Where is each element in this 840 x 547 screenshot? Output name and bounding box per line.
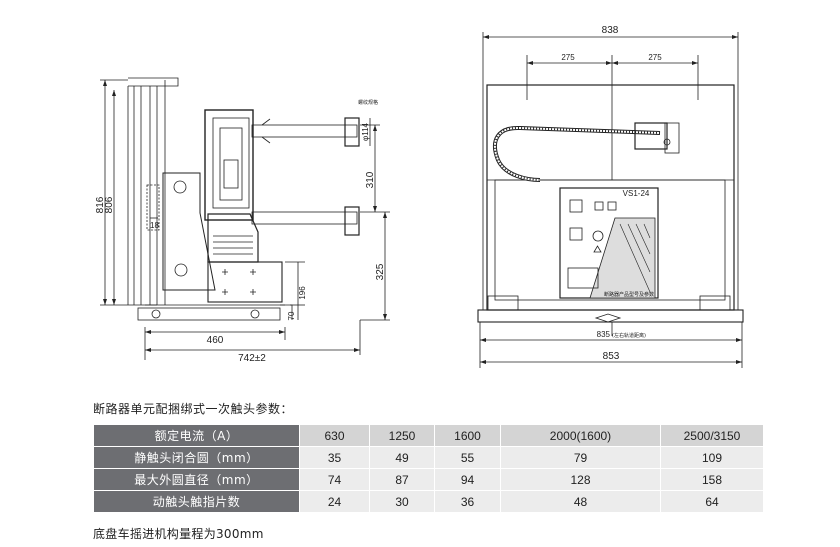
dim-325: 325 <box>375 263 386 280</box>
table-cell: 94 <box>434 468 501 491</box>
table-cell: 55 <box>434 446 501 469</box>
table-cell: 128 <box>500 468 661 491</box>
table-cell: 630 <box>299 424 370 447</box>
nameplate-label: VS1-24 <box>623 189 650 198</box>
table-cell: 24 <box>299 490 370 513</box>
dim-742: 742±2 <box>238 353 266 364</box>
table-cell: 1600 <box>434 424 501 447</box>
front-view <box>477 32 744 368</box>
side-view <box>100 77 390 360</box>
table-row: 静触头闭合圆（mm） 35 49 55 79 109 <box>93 446 764 469</box>
dim-835-note: (左右轨道距离) <box>612 332 646 339</box>
table-cell: 2500/3150 <box>660 424 764 447</box>
table-row: 最大外圆直径（mm） 74 87 94 128 158 <box>93 468 764 491</box>
dim-275-left: 275 <box>561 53 575 62</box>
table-cell: 158 <box>660 468 764 491</box>
table-cell: 35 <box>299 446 370 469</box>
table-cell: 30 <box>369 490 435 513</box>
table-cell: 48 <box>500 490 661 513</box>
table-row: 额定电流（A） 630 1250 1600 2000(1600) 2500/31… <box>93 424 764 447</box>
row-label: 静触头闭合圆（mm） <box>93 446 300 469</box>
dim-phi114: φ114 <box>361 122 370 140</box>
row-label: 最大外圆直径（mm） <box>93 468 300 491</box>
dim-816: 816 <box>95 196 106 213</box>
technical-drawing: 816 806 310 325 196 70 18 φ114 螺纹规格 460 … <box>95 25 744 368</box>
table-caption: 断路器单元配捆绑式一次触头参数： <box>93 402 294 416</box>
table-cell: 79 <box>500 446 661 469</box>
dim-196: 196 <box>298 286 307 300</box>
table-cell: 1250 <box>369 424 435 447</box>
dim-853: 853 <box>603 351 620 362</box>
dim-310: 310 <box>365 171 376 188</box>
table-cell: 49 <box>369 446 435 469</box>
dim-806: 806 <box>104 196 115 213</box>
row-label: 动触头触指片数 <box>93 490 300 513</box>
table-cell: 36 <box>434 490 501 513</box>
row-label: 额定电流（A） <box>93 424 300 447</box>
table-cell: 87 <box>369 468 435 491</box>
mechanism-range-note: 底盘车摇进机构量程为300mm <box>93 527 264 541</box>
dim-460: 460 <box>207 335 224 346</box>
table-cell: 2000(1600) <box>500 424 661 447</box>
panel-text: 断路器产品型号及参数 <box>604 291 654 298</box>
dim-838: 838 <box>602 25 619 36</box>
table-row: 动触头触指片数 24 30 36 48 64 <box>93 490 764 513</box>
table-cell: 64 <box>660 490 764 513</box>
table-cell: 74 <box>299 468 370 491</box>
dim-835: 835 <box>597 330 611 339</box>
table-cell: 109 <box>660 446 764 469</box>
contact-parameter-table: 额定电流（A） 630 1250 1600 2000(1600) 2500/31… <box>93 424 764 513</box>
dim-275-right: 275 <box>648 53 662 62</box>
thread-note: 螺纹规格 <box>358 99 378 106</box>
dim-70: 70 <box>287 311 296 320</box>
dim-18: 18 <box>150 221 159 230</box>
